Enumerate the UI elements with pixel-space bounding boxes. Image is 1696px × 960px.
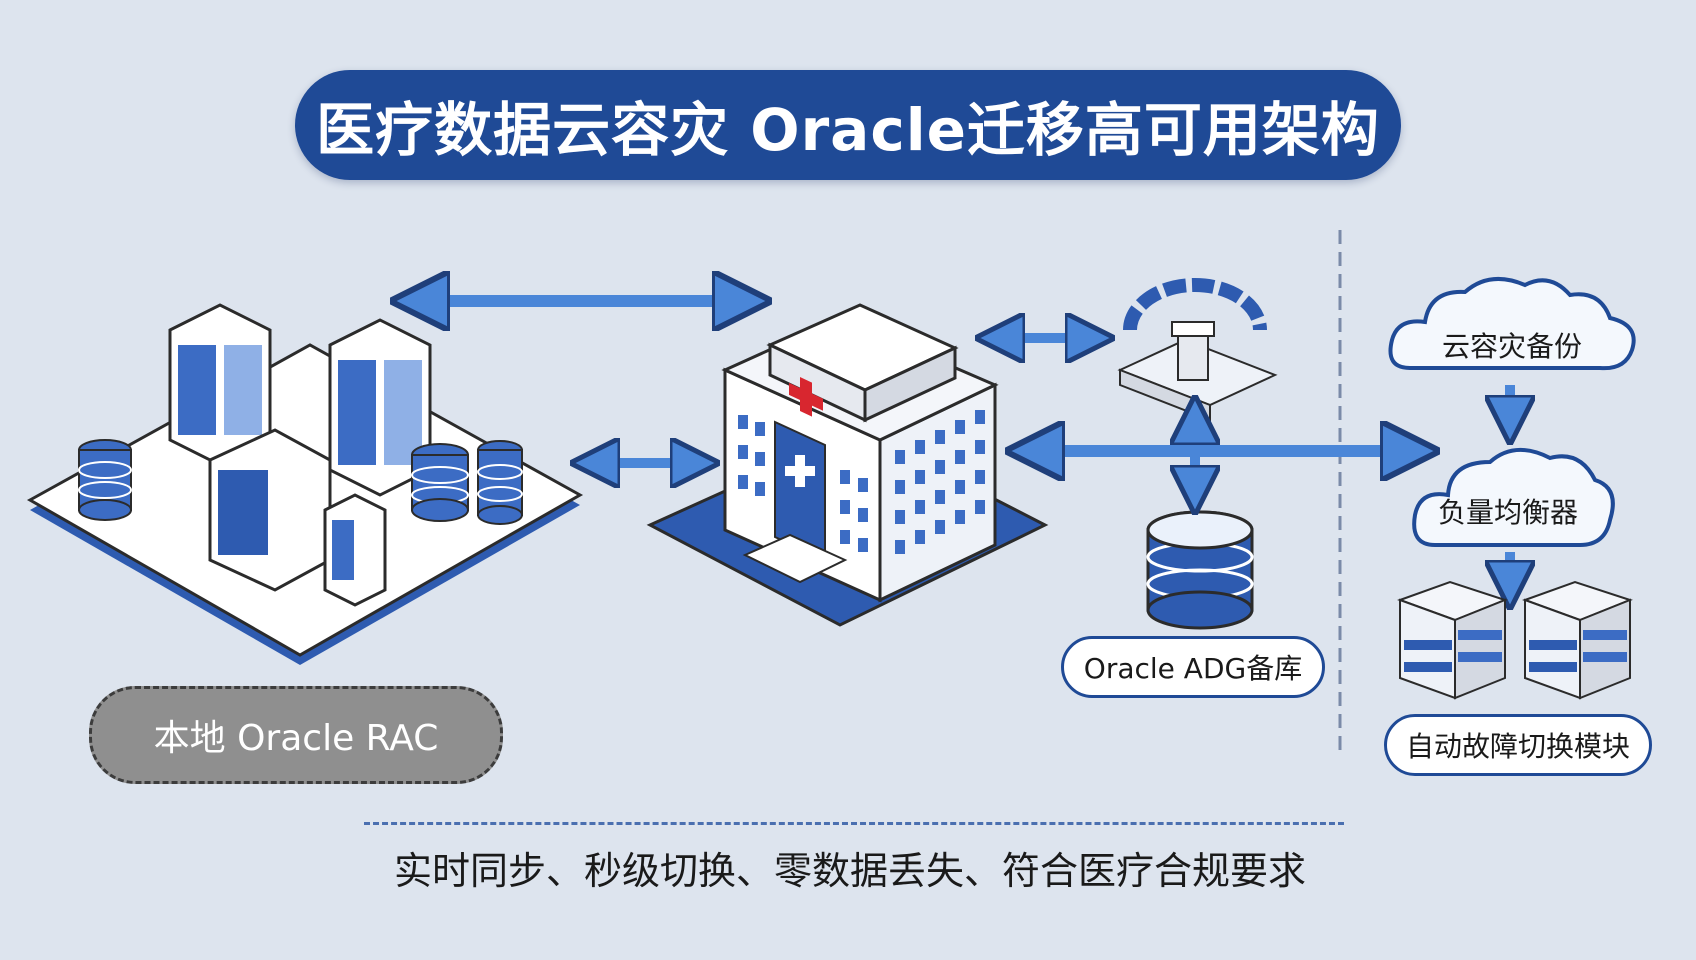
failover-server-icon [1397,580,1633,700]
local-oracle-rac-label: 本地 Oracle RAC [89,686,503,784]
cloud-backup-label: 云容灾备份 [1442,330,1582,363]
oracle-adg-label: Oracle ADG备库 [1061,636,1325,698]
summary-caption: 实时同步、秒级切换、零数据丢失、符合医疗合规要求 [393,849,1306,893]
local-datacenter-icon [26,303,584,665]
oracle-adg-text: Oracle ADG备库 [1083,652,1303,685]
adg-database-icon [1146,510,1254,630]
load-balancer-icon: 负量均衡器 [1412,447,1615,547]
load-balancer-label: 负量均衡器 [1438,496,1578,529]
page-title: 医疗数据云容灾 Oracle迁移高可用架构 [316,96,1380,164]
failover-module-label: 自动故障切换模块 [1384,714,1652,776]
local-oracle-rac-text: 本地 Oracle RAC [153,718,439,759]
title-banner: 医疗数据云容灾 Oracle迁移高可用架构 [295,70,1401,180]
cloud-backup-icon: 云容灾备份 [1388,276,1636,371]
failover-module-text: 自动故障切换模块 [1405,730,1630,763]
network-gateway-icon [1117,278,1278,422]
caption-divider [364,822,1344,825]
hospital-icon [646,303,1049,627]
